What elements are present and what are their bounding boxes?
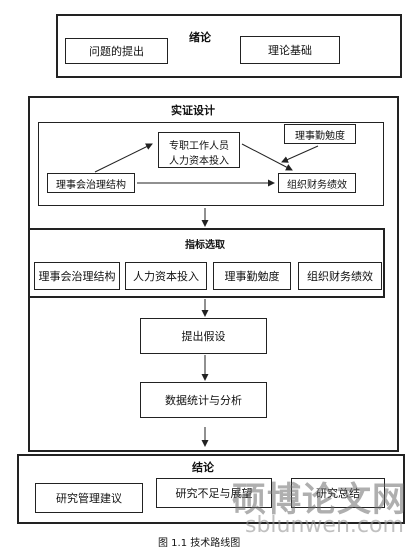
hypothesis-box: 提出假设 xyxy=(140,318,267,354)
conclusion-title: 结论 xyxy=(192,461,214,474)
indicators-title: 指标选取 xyxy=(185,240,225,251)
indicator-governance: 理事会治理结构 xyxy=(34,262,120,290)
indicator-capital: 人力资本投入 xyxy=(125,262,207,290)
empirical-title: 实证设计 xyxy=(171,104,215,117)
node-performance: 组织财务绩效 xyxy=(278,173,356,193)
conclusion-item-limits: 研究不足与展望 xyxy=(156,478,272,508)
node-governance: 理事会治理结构 xyxy=(47,173,135,193)
figure-caption: 图 1.1 技术路线图 xyxy=(158,538,241,549)
node-staff-capital: 专职工作人员 人力资本投入 xyxy=(158,132,240,168)
analysis-box: 数据统计与分析 xyxy=(140,382,267,418)
watermark-url: sblunwen.com xyxy=(245,513,404,538)
intro-item-theory: 理论基础 xyxy=(240,36,340,64)
node-diligence: 理事勤勉度 xyxy=(284,124,356,144)
intro-item-question: 问题的提出 xyxy=(65,38,168,64)
node-staff-line2: 人力资本投入 xyxy=(169,156,229,167)
watermark-text: 硕博论文网 xyxy=(232,480,407,520)
conclusion-item-advice: 研究管理建议 xyxy=(35,483,143,513)
intro-title: 绪论 xyxy=(189,31,211,44)
indicator-performance: 组织财务绩效 xyxy=(298,262,382,290)
node-staff-line1: 专职工作人员 xyxy=(169,141,229,152)
conclusion-item-summary: 研究总结 xyxy=(291,478,385,508)
indicator-diligence: 理事勤勉度 xyxy=(213,262,291,290)
